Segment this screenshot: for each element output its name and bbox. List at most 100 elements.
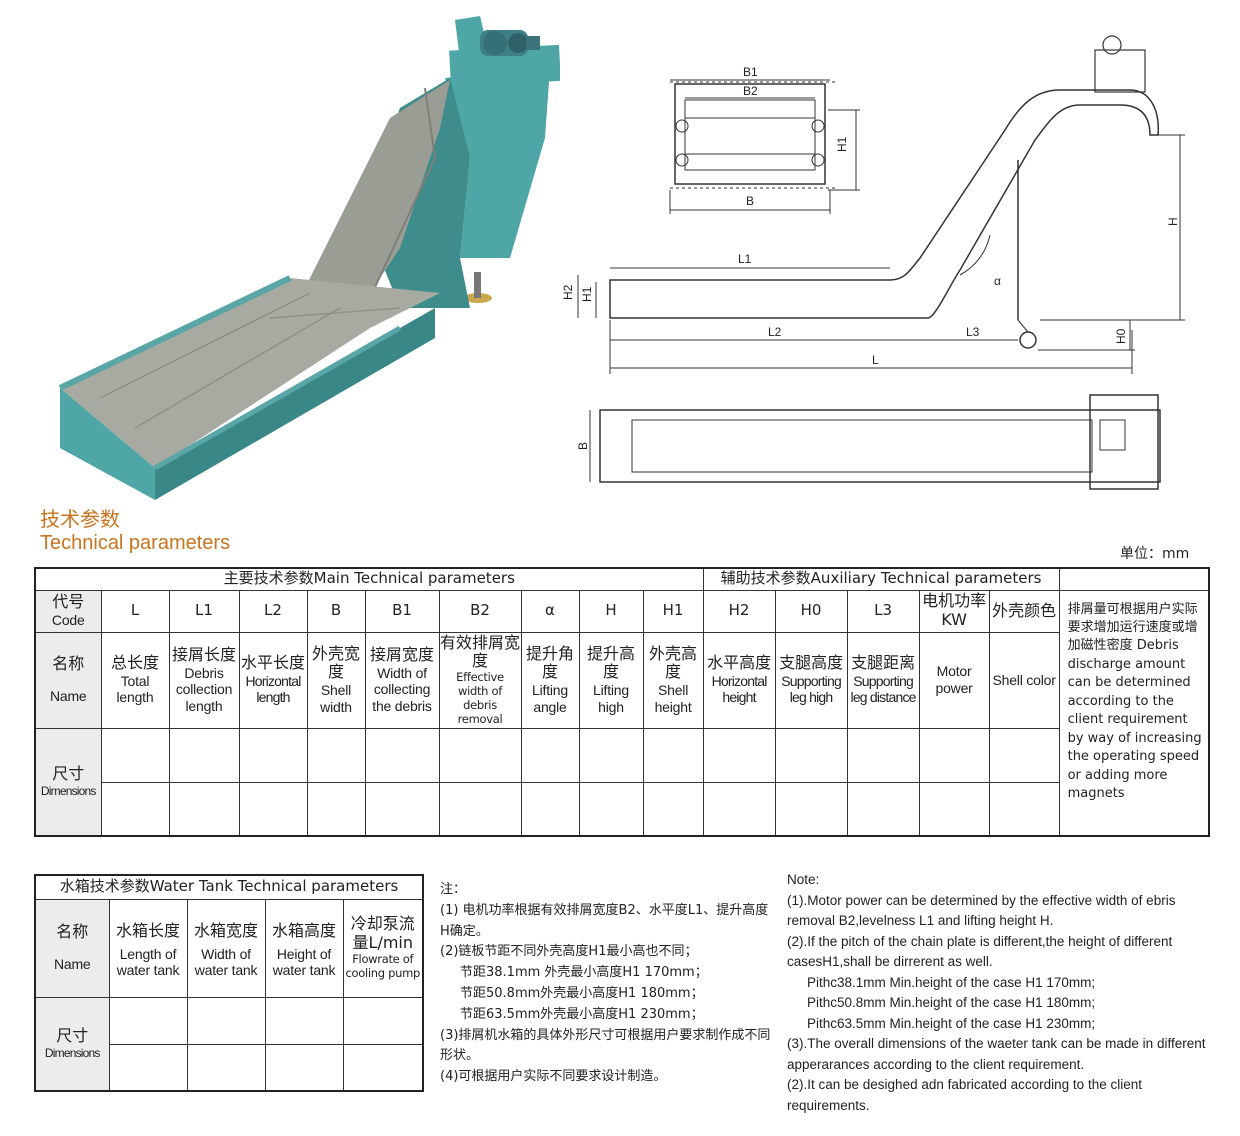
dim-label-h0: H0 [1114, 328, 1128, 344]
section-title-zh: 技术参数 [40, 507, 120, 531]
dim-cell[interactable] [438, 781, 522, 837]
note-en-line: Pithc50.8mm Min.height of the case H1 18… [807, 995, 1096, 1011]
dim-cell[interactable] [846, 781, 920, 837]
dim-label-h1-side: H1 [580, 286, 594, 302]
unit-label: 单位：mm [1120, 546, 1190, 562]
note-en-line: Pithc63.5mm Min.height of the case H1 23… [807, 1015, 1096, 1031]
dim-cell[interactable] [100, 727, 170, 783]
dim-cell[interactable] [520, 781, 580, 837]
name-cell: Motor power [918, 631, 990, 729]
discharge-note: 排屑量可根据用户实际要求增加运行速度或增加磁性密度 Debris dischar… [1058, 589, 1210, 837]
note-zh-line: 节距63.5mm外壳最小高度H1 230mm； [460, 1006, 704, 1022]
code-cell: H0 [774, 589, 848, 633]
main-parameters-table: 主要技术参数Main Technical parameters 辅助技术参数Au… [34, 567, 1211, 837]
dim-cell[interactable] [100, 781, 170, 837]
notes-english: Note: (1).Motor power can be determined … [787, 870, 1227, 1116]
dim-cell[interactable] [520, 727, 580, 783]
dim-label-l1: L1 [738, 252, 752, 266]
dim-label-h2: H2 [561, 284, 575, 300]
dim-cell[interactable] [578, 727, 644, 783]
tank-dim-cell[interactable] [264, 1043, 344, 1092]
tank-dim-cell[interactable] [108, 996, 188, 1045]
code-cell: 外壳颜色 [988, 589, 1060, 633]
dim-cell[interactable] [238, 727, 308, 783]
code-cell: B [306, 589, 366, 633]
note-en-line: Note: [787, 872, 820, 887]
dim-cell[interactable] [918, 781, 990, 837]
section-title-en: Technical parameters [40, 532, 231, 554]
dim-cell[interactable] [438, 727, 522, 783]
dim-cell[interactable] [988, 727, 1060, 783]
dim-label-l3: L3 [966, 325, 980, 339]
dim-cell[interactable] [702, 781, 776, 837]
dim-cell[interactable] [774, 727, 848, 783]
dim-cell[interactable] [918, 727, 990, 783]
note-zh-line: 注： [440, 882, 467, 897]
dim-label-h1-section: H1 [835, 136, 849, 152]
note-en-line: Pithc38.1mm Min.height of the case H1 17… [807, 974, 1096, 990]
code-cell: B2 [438, 589, 522, 633]
dim-cell[interactable] [642, 727, 704, 783]
note-en-line: (1).Motor power can be determined by the… [787, 892, 1176, 929]
dim-label-b: B [746, 194, 754, 208]
note-zh-line: 节距38.1mm 外壳最小高度H1 170mm； [460, 965, 708, 981]
tank-dim-cell[interactable] [108, 1043, 188, 1092]
tank-dim-cell[interactable] [186, 1043, 266, 1092]
technical-drawings: B1 B2 B H1 L1 H2 H1 L2 L3 [560, 30, 1220, 500]
dim-cell[interactable] [364, 781, 440, 837]
main-params-header: 主要技术参数Main Technical parameters [34, 567, 704, 591]
dim-cell[interactable] [306, 781, 366, 837]
code-cell: α [520, 589, 580, 633]
dim-label-alpha: α [994, 274, 1001, 288]
dim-cell[interactable] [642, 781, 704, 837]
dim-cell[interactable] [702, 727, 776, 783]
dim-cell[interactable] [238, 781, 308, 837]
code-cell: B1 [364, 589, 440, 633]
dim-label-b2: B2 [743, 84, 758, 98]
note-en-line: (2).If the pitch of the chain plate is d… [787, 933, 1173, 970]
dim-cell[interactable] [168, 727, 240, 783]
dim-cell[interactable] [168, 781, 240, 837]
note-en-line: (2).It can be desighed adn fabricated ac… [787, 1077, 1142, 1113]
dim-label-l2: L2 [768, 325, 782, 339]
dim-cell[interactable] [846, 727, 920, 783]
tank-dim-cell[interactable] [264, 996, 344, 1045]
water-tank-table: 水箱技术参数Water Tank Technical parameters 名称… [34, 874, 425, 1092]
notes-chinese: 注： (1) 电机功率根据有效排屑宽度B2、水平度L1、提升高度H确定。 (2)… [440, 880, 775, 1088]
dim-cell[interactable] [774, 781, 848, 837]
code-cell: L1 [168, 589, 240, 633]
note-zh-line: (2)链板节距不同外壳高度H1最小高也不同； [440, 944, 698, 960]
code-cell: L [100, 589, 170, 633]
conveyor-photo [40, 8, 561, 500]
name-cell: Shell color [988, 631, 1060, 729]
aux-params-header: 辅助技术参数Auxiliary Technical parameters [702, 567, 1060, 591]
dim-cell[interactable] [988, 781, 1060, 837]
dim-label-b1: B1 [743, 65, 758, 79]
dim-cell[interactable] [306, 727, 366, 783]
note-zh-line: (1) 电机功率根据有效排屑宽度B2、水平度L1、提升高度H确定。 [440, 902, 769, 939]
dim-cell[interactable] [364, 727, 440, 783]
code-cell: H [578, 589, 644, 633]
tank-dim-cell[interactable] [342, 996, 424, 1045]
dim-cell[interactable] [578, 781, 644, 837]
tank-dim-cell[interactable] [186, 996, 266, 1045]
code-cell: 电机功率KW [918, 589, 990, 633]
tank-dim-cell[interactable] [342, 1043, 424, 1092]
water-tank-header: 水箱技术参数Water Tank Technical parameters [34, 874, 424, 900]
